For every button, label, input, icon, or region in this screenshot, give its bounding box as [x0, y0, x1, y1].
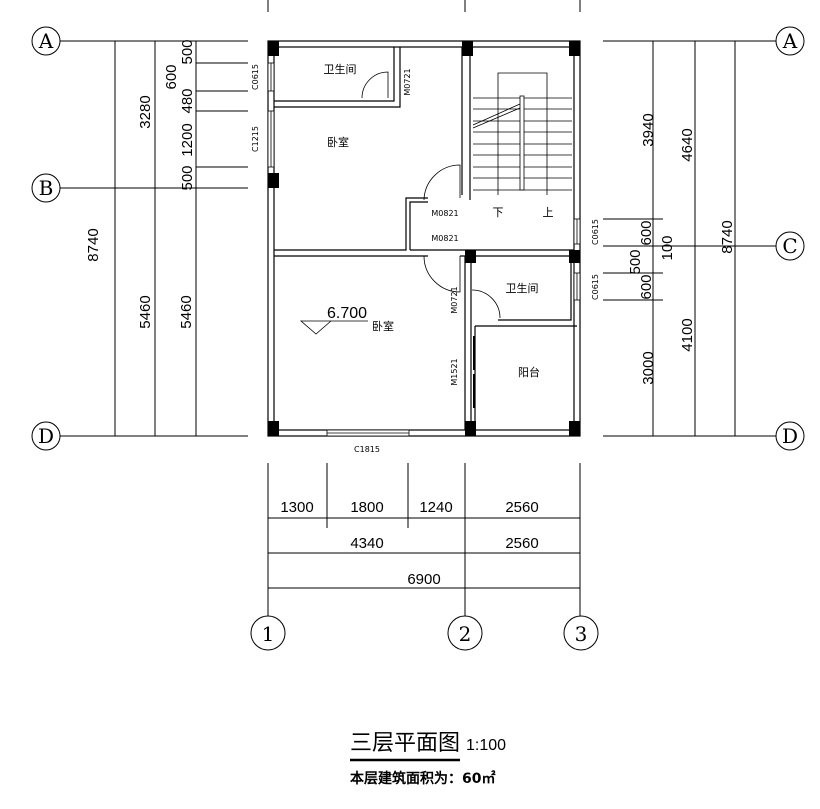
dim-label: 500	[627, 249, 644, 274]
axis-bubble-right-d: D	[775, 421, 805, 451]
axis-bubble-2: 2	[447, 615, 483, 651]
door-tag: M1521	[450, 358, 459, 385]
axis-bubble-left-a: A	[31, 26, 61, 56]
staircase: 下 上	[472, 72, 572, 219]
axis-bubble-right-c: C	[775, 231, 805, 261]
dim-label: 5460	[178, 295, 195, 328]
room-label-bedroom: 卧室	[372, 319, 394, 333]
dim-label: 8740	[85, 228, 102, 261]
structural-columns	[268, 41, 580, 436]
drawing-scale: 1:100	[466, 737, 506, 754]
axis-label: 2	[459, 622, 472, 646]
window-tag: C0615	[591, 274, 600, 300]
dim-label: 4640	[679, 128, 696, 161]
dim-label: 500	[179, 39, 196, 64]
dim-label: 3280	[137, 95, 154, 128]
dim-label: 3940	[640, 113, 657, 146]
dimensions-bottom: 1300 1800 1240 2560 4340 2560 6900	[268, 499, 580, 589]
dimensions-right: 3940 600 100 500 600 3000 4640 4100 8740	[603, 41, 736, 436]
stair-down-label: 下	[493, 206, 504, 219]
dim-label: 4340	[350, 535, 383, 552]
axis-label: B	[39, 176, 54, 200]
axis-bubble-1: 1	[250, 615, 286, 651]
dim-label: 2560	[505, 535, 538, 552]
drawing-title: 三层平面图 1:100 本层建筑面积为：60㎡	[350, 731, 506, 787]
dim-label: 1300	[280, 499, 313, 516]
door-tag: M0821	[431, 209, 458, 218]
axis-label: D	[38, 424, 54, 448]
window-tag: C0615	[591, 219, 600, 245]
axis-bubble-left-b: B	[31, 173, 61, 203]
axis-label: 3	[575, 622, 588, 646]
dim-label: 5460	[137, 295, 154, 328]
window-tag: C1815	[354, 445, 380, 454]
door-tag: M0721	[403, 68, 412, 95]
dim-label: 480	[179, 88, 196, 113]
room-label-bathroom: 卫生间	[506, 281, 539, 295]
window-tag: C0615	[251, 64, 260, 90]
door-tag: M0721	[450, 286, 459, 313]
axis-label: A	[782, 29, 798, 53]
dim-label: 600	[163, 64, 180, 89]
axis-label: 1	[262, 622, 275, 646]
drawing-title-name: 三层平面图	[350, 731, 460, 756]
dim-label: 100	[659, 235, 676, 260]
doors	[361, 71, 501, 408]
opening-tags: C0615 C1215 M0721 M0821 M0821 C0615 C061…	[251, 64, 600, 454]
dim-label: 3000	[640, 351, 657, 384]
room-labels: 卫生间 卧室 卫生间 卧室 阳台 6.700	[299, 62, 540, 379]
dim-label: 600	[638, 220, 655, 245]
window-tag: C1215	[251, 126, 260, 152]
axis-bubble-3: 3	[563, 615, 599, 651]
stair-up-label: 上	[543, 206, 554, 219]
windows	[267, 62, 581, 437]
dim-label: 4100	[679, 318, 696, 351]
dim-label: 2560	[505, 499, 538, 516]
axis-label: D	[782, 424, 798, 448]
room-label-bedroom: 卧室	[327, 135, 349, 149]
axis-label: C	[782, 234, 797, 258]
dim-label: 600	[638, 274, 655, 299]
dimensions-left: 8740 3280 5460 500 600 480 1200 500 5460	[85, 39, 248, 436]
dim-label: 1240	[419, 499, 452, 516]
door-tag: M0821	[431, 234, 458, 243]
dim-label: 1200	[179, 123, 196, 156]
dim-label: 6900	[407, 571, 440, 588]
elevation-marker-icon	[299, 320, 368, 335]
room-label-balcony: 阳台	[518, 365, 540, 379]
dim-label: 500	[179, 165, 196, 190]
axis-bubble-left-d: D	[31, 421, 61, 451]
axis-bubble-right-a: A	[775, 26, 805, 56]
dim-label: 8740	[719, 220, 736, 253]
dim-label: 1800	[350, 499, 383, 516]
axis-label: A	[38, 29, 54, 53]
axis-lines	[60, 0, 776, 618]
room-label-bathroom: 卫生间	[324, 62, 357, 76]
elevation-label: 6.700	[327, 305, 367, 322]
floor-area-label: 本层建筑面积为：60㎡	[350, 770, 495, 787]
